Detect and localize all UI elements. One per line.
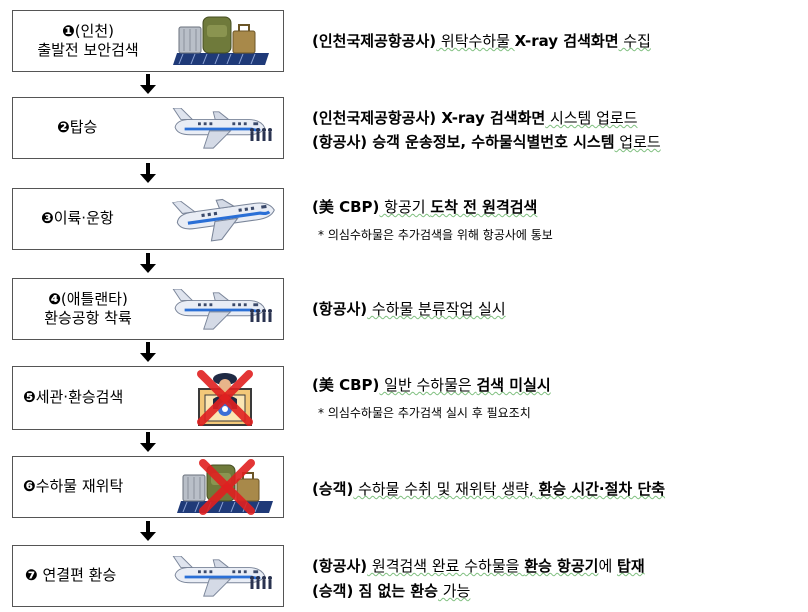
step-box-1: ❶(인천) 출발전 보안검색 (12, 10, 284, 72)
step-subtitle-1: 출발전 보안검색 (37, 41, 139, 59)
airplane-flying-icon (170, 188, 279, 248)
step-2-description-line1: (인천국제공항공사) X-ray 검색화면 시스템 업로드 (312, 109, 638, 127)
step-box-6: ❻수하물 재위탁 (12, 456, 284, 518)
step-6-description: (승객) 수하물 수취 및 재위탁 생략, 환승 시간·절차 단축 (312, 480, 666, 498)
step-title-7: 연결편 환승 (37, 566, 117, 585)
step-2-description-line2: (항공사) 승객 운송정보, 수하물식별번호 시스템 업로드 (312, 133, 661, 151)
step-number-1: ❶ (61, 21, 75, 40)
step-3-description: (美 CBP) 항공기 도착 전 원격검색 (312, 198, 538, 216)
step-5-description: (美 CBP) 일반 수하물은 검색 미실시 (312, 376, 551, 394)
prohibited-cross-icon (197, 457, 257, 517)
step-title-1: (인천) (74, 21, 114, 40)
step-7-description-line1: (항공사) 원격검색 완료 수하물을 환승 항공기에 탑재 (312, 557, 645, 575)
step-4-description: (항공사) 수하물 분류작업 실시 (312, 300, 506, 318)
step-label-2: ❷탑승 (57, 98, 97, 158)
step-number-2: ❷ (57, 118, 70, 137)
passengers-icon (249, 128, 273, 144)
step-box-5: ❺세관·환승검색 (12, 366, 284, 430)
passengers-icon (249, 576, 273, 592)
step-title-2: 탑승 (69, 118, 98, 137)
step-label-1: ❶(인천) 출발전 보안검색 (13, 11, 163, 71)
prohibited-cross-icon (195, 368, 255, 428)
step-3-note: * 의심수하물은 추가검색을 위해 항공사에 통보 (318, 228, 553, 242)
step-number-4: ❹ (48, 289, 61, 308)
step-title-6: 수하물 재위탁 (35, 477, 124, 496)
step-label-7: ❼ 연결편 환승 (25, 546, 116, 606)
step-7-description-line2: (승객) 짐 없는 환승 가능 (312, 582, 471, 600)
step-subtitle-4: 환승공항 착륙 (44, 309, 132, 327)
step-label-4: ❹(애틀랜타) 환승공항 착륙 (13, 279, 163, 339)
step-box-3: ❸이륙·운항 (12, 188, 284, 250)
step-label-5: ❺세관·환승검색 (23, 367, 123, 429)
step-number-3: ❸ (41, 209, 54, 228)
step-number-6: ❻ (23, 477, 36, 496)
step-title-5: 세관·환승검색 (35, 388, 124, 407)
step-box-7: ❼ 연결편 환승 (12, 545, 284, 607)
step-box-4: ❹(애틀랜타) 환승공항 착륙 (12, 278, 284, 340)
step-5-note: * 의심수하물은 추가검색 실시 후 필요조치 (318, 406, 531, 420)
passengers-icon (249, 309, 273, 325)
baggage-conveyor-icon (173, 13, 273, 65)
step-number-7: ❼ (25, 566, 38, 585)
step-box-2: ❷탑승 (12, 97, 284, 159)
step-1-description: (인천국제공항공사) 위탁수하물 X-ray 검색화면 수집 (312, 32, 651, 50)
step-label-6: ❻수하물 재위탁 (23, 457, 123, 517)
step-title-3: 이륙·운항 (53, 209, 114, 228)
step-title-4: (애틀랜타) (60, 289, 128, 308)
step-number-5: ❺ (23, 388, 36, 407)
step-label-3: ❸이륙·운항 (41, 189, 114, 249)
